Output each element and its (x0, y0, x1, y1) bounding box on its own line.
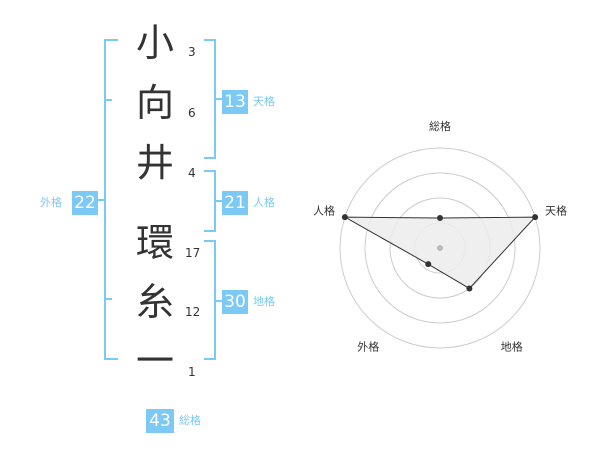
tenkaku-value: 13 (222, 90, 248, 114)
jinkaku-value: 21 (222, 191, 248, 215)
radar-point-1 (437, 215, 443, 221)
name-char-6: 一 (135, 339, 174, 383)
radar-axis-label-5: 人格 (313, 203, 335, 217)
name-char-5: 糸 (135, 280, 174, 324)
gaikaku-label: 外格 (40, 196, 62, 209)
radar-point-5 (341, 214, 348, 221)
chikaku-label: 地格 (253, 295, 275, 308)
name-char-4: 環 (135, 221, 174, 265)
tenkaku-connector (214, 98, 222, 100)
radar-series-area (344, 216, 537, 290)
name-char-2: 向 (135, 81, 174, 125)
stroke-count-5: 12 (185, 305, 201, 319)
jinkaku-connector (214, 200, 222, 202)
gaikaku-connector (98, 199, 106, 201)
gaikaku-tick-bottom (104, 298, 112, 300)
radar-center-dot (437, 245, 443, 251)
chikaku-value: 30 (222, 290, 248, 314)
tenkaku-label: 天格 (253, 95, 275, 108)
soukaku-value: 43 (146, 409, 174, 433)
gaikaku-value: 22 (72, 191, 98, 215)
radar-grid-ring (364, 172, 516, 324)
radar-axis-label-1: 総格 (429, 119, 451, 133)
radar-grid-ring (339, 147, 541, 349)
stroke-count-1: 3 (188, 45, 196, 59)
radar-axis-label-3: 地格 (501, 340, 523, 354)
radar-point-3 (466, 285, 473, 292)
stroke-count-2: 6 (188, 106, 196, 120)
stroke-count-4: 17 (185, 246, 201, 260)
radar-axis-label-4: 外格 (357, 340, 379, 354)
stroke-count-6: 1 (188, 365, 196, 379)
radar-point-2 (532, 214, 539, 221)
gaikaku-tick-top (104, 99, 112, 101)
soukaku-label: 総格 (179, 414, 201, 427)
gaikaku-bracket (104, 39, 118, 360)
name-char-1: 小 (135, 21, 174, 65)
chikaku-connector (214, 300, 222, 302)
radar-point-4 (425, 261, 432, 268)
name-char-3: 井 (135, 141, 174, 185)
radar-axis-label-2: 天格 (545, 203, 567, 217)
stroke-count-3: 4 (188, 166, 196, 180)
jinkaku-label: 人格 (253, 196, 275, 209)
